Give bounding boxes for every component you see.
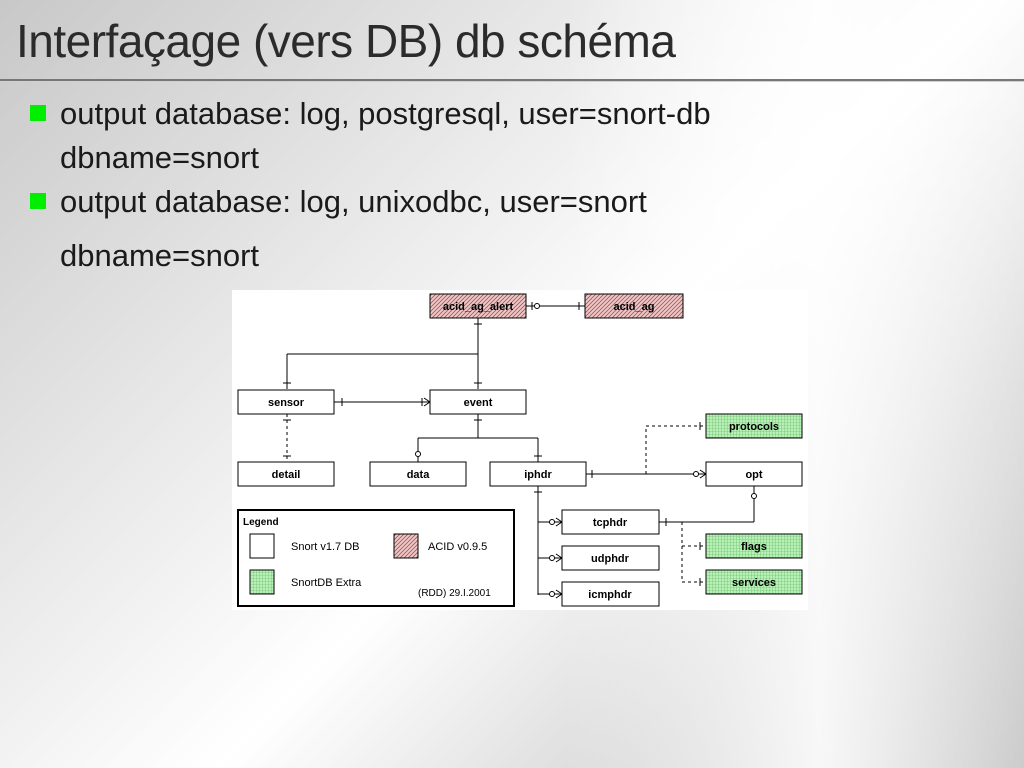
legend-title: Legend: [243, 517, 279, 528]
relationship-lines: [283, 302, 757, 599]
table-label: opt: [745, 469, 762, 481]
table-event: event: [429, 389, 527, 415]
table-label: data: [407, 469, 431, 481]
table-label: udphdr: [591, 553, 630, 565]
table-flags: flags: [705, 533, 803, 559]
legend-swatch-extra: [249, 569, 275, 595]
dashed-line-ticks: [283, 419, 701, 586]
table-sensor: sensor: [237, 389, 335, 415]
table-services: services: [705, 569, 803, 595]
legend-swatch-snort: [249, 533, 275, 559]
table-acid-ag: acid_ag: [584, 293, 684, 319]
table-acid-ag-alert: acid_ag_alert: [429, 293, 527, 319]
table-label: detail: [272, 469, 301, 481]
bullet-item: output database: log, unixodbc, user=sno…: [28, 180, 988, 278]
table-data: data: [369, 461, 467, 487]
table-tcphdr: tcphdr: [561, 509, 660, 535]
legend-label-extra: SnortDB Extra: [291, 577, 362, 589]
dashed-lines: [286, 414, 706, 583]
table-icmphdr: icmphdr: [561, 581, 660, 607]
table-udphdr: udphdr: [561, 545, 660, 571]
bullet-text-continued: dbname=snort: [60, 140, 260, 175]
table-label: protocols: [729, 421, 779, 433]
table-label: acid_ag: [614, 301, 655, 313]
table-label: acid_ag_alert: [443, 301, 514, 313]
bullet-list: output database: log, postgresql, user=s…: [28, 92, 988, 278]
legend-swatch-acid: [393, 533, 419, 559]
bullet-text: output database: log, unixodbc, user=sno…: [60, 184, 647, 219]
table-label: tcphdr: [593, 517, 628, 529]
legend-credit: (RDD) 29.I.2001: [418, 588, 491, 599]
legend-label-acid: ACID v0.9.5: [428, 541, 487, 553]
table-iphdr: iphdr: [489, 461, 587, 487]
table-protocols: protocols: [705, 413, 803, 439]
schema-svg: acid_ag_alert acid_ag sensor event proto…: [232, 290, 808, 610]
slide-title: Interfaçage (vers DB) db schéma: [16, 15, 676, 67]
title-rule: [0, 79, 1024, 81]
bullet-square-icon: [30, 193, 46, 209]
table-label: sensor: [268, 397, 305, 409]
table-label: icmphdr: [588, 589, 632, 601]
table-detail: detail: [237, 461, 335, 487]
table-opt: opt: [705, 461, 803, 487]
table-label: flags: [741, 541, 767, 553]
bullet-text: output database: log, postgresql, user=s…: [60, 96, 711, 131]
legend-label-snort: Snort v1.7 DB: [291, 541, 359, 553]
legend: Legend Snort v1.7 DB ACID v0.9.5 SnortDB…: [237, 509, 515, 607]
db-schema-diagram: acid_ag_alert acid_ag sensor event proto…: [232, 290, 808, 610]
bullet-square-icon: [30, 105, 46, 121]
table-label: event: [464, 397, 493, 409]
table-label: services: [732, 577, 776, 589]
bullet-text-continued: dbname=snort: [60, 238, 260, 273]
table-label: iphdr: [524, 469, 552, 481]
bullet-item: output database: log, postgresql, user=s…: [28, 92, 988, 180]
title-rule-shadow: [0, 81, 1024, 82]
